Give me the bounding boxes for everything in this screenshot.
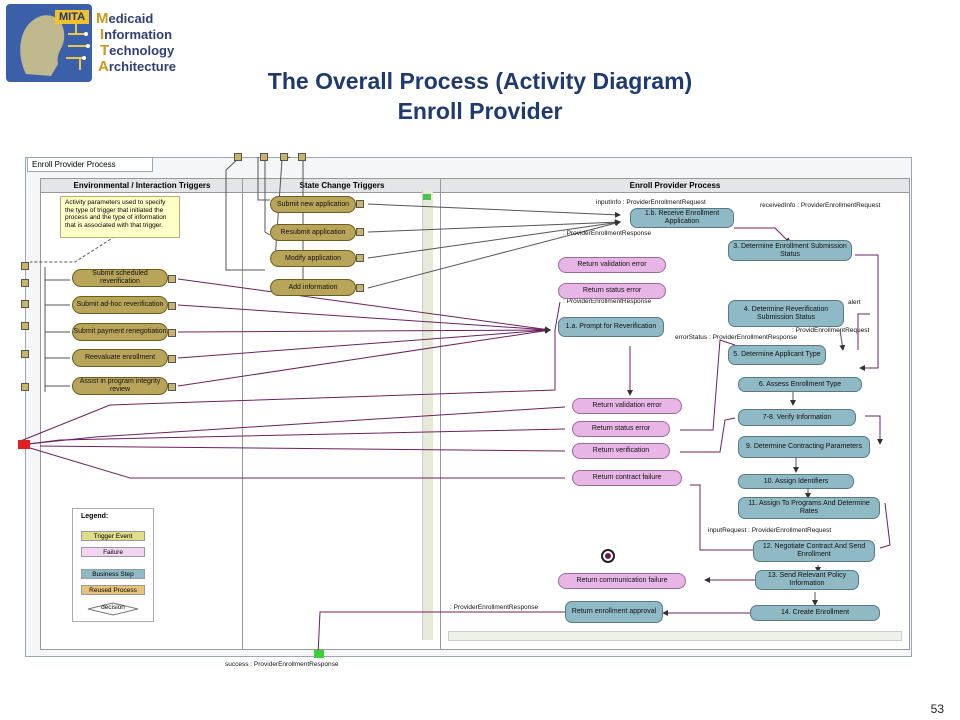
label-response-3: : ProviderEnrollmentResponse bbox=[450, 604, 539, 611]
logo-word-2: Information bbox=[100, 26, 173, 43]
legend-business-step: Business Step bbox=[81, 569, 145, 579]
label-error-status: errorStatus : ProviderEnrollmentResponse bbox=[675, 334, 798, 341]
output-pin bbox=[356, 228, 364, 236]
env-trigger-payment-renegotiation[interactable]: Submit payment renegotiation bbox=[72, 323, 168, 341]
output-pin bbox=[168, 329, 176, 337]
env-trigger-program-integrity[interactable]: Assist in program integrity review bbox=[72, 377, 168, 395]
param-pin bbox=[280, 153, 288, 161]
diagram-frame-title[interactable]: Enroll Provider Process bbox=[27, 157, 153, 172]
step-7-8-verify-information[interactable]: 7-8. Verify Information bbox=[738, 409, 856, 426]
param-pin bbox=[21, 262, 29, 270]
output-pin bbox=[168, 302, 176, 310]
lane-header-environmental: Environmental / Interaction Triggers bbox=[40, 178, 244, 193]
label-input-info: inputInfo : ProviderEnrollmentRequest bbox=[596, 199, 706, 206]
step-1a-prompt-reverification[interactable]: 1.a. Prompt for Reverification bbox=[558, 317, 664, 337]
state-trigger-modify[interactable]: Modify application bbox=[270, 250, 356, 267]
trigger-note: Activity parameters used to specify the … bbox=[60, 196, 180, 238]
legend-title: Legend: bbox=[81, 513, 109, 520]
failure-verification[interactable]: Return verification bbox=[572, 443, 670, 459]
param-pin bbox=[260, 153, 268, 161]
param-pin bbox=[21, 350, 29, 358]
page-number: 53 bbox=[930, 702, 944, 716]
scroll-marker-icon bbox=[423, 194, 431, 200]
step-9-contracting-parameters[interactable]: 9. Determine Contracting Parameters bbox=[738, 436, 870, 458]
logo-word-3: Technology bbox=[100, 42, 175, 59]
env-trigger-reevaluate-enrollment[interactable]: Reevaluate enrollment bbox=[72, 349, 168, 367]
param-pin bbox=[298, 153, 306, 161]
legend-trigger-event: Trigger Event bbox=[81, 531, 145, 541]
logo-tag: MITA bbox=[55, 10, 89, 24]
step-6-assess-enrollment[interactable]: 6. Assess Enrollment Type bbox=[738, 377, 862, 392]
failure-validation-error-1[interactable]: Return validation error bbox=[558, 257, 666, 273]
error-output-pin-icon bbox=[18, 440, 30, 449]
logo-word-1: Medicaid bbox=[96, 10, 154, 27]
success-output-pin-icon bbox=[314, 650, 324, 658]
label-success: success : ProviderEnrollmentResponse bbox=[225, 661, 339, 668]
label-response-2: : ProviderEnrollmentResponse bbox=[563, 298, 652, 305]
failure-status-error-1[interactable]: Return status error bbox=[558, 283, 666, 299]
step-return-approval[interactable]: Return enrollment approval bbox=[565, 601, 663, 623]
legend-decision-shape bbox=[87, 602, 139, 616]
output-pin bbox=[356, 254, 364, 262]
step-10-assign-identifiers[interactable]: 10. Assign Identifiers bbox=[738, 474, 854, 489]
failure-validation-error-2[interactable]: Return validation error bbox=[572, 398, 682, 414]
label-response-1: : ProviderEnrollmentResponse bbox=[563, 230, 652, 237]
page-subtitle: Enroll Provider bbox=[397, 98, 563, 124]
output-pin bbox=[356, 200, 364, 208]
env-trigger-adhoc-reverification[interactable]: Submit ad-hoc reverification bbox=[72, 296, 168, 314]
step-14-create-enrollment[interactable]: 14. Create Enrollment bbox=[750, 605, 880, 621]
label-input-request: inputRequest : ProviderEnrollmentRequest bbox=[708, 527, 832, 534]
legend-decision: decision bbox=[101, 604, 125, 611]
step-13-send-policy[interactable]: 13. Send Relevant Policy Information bbox=[755, 570, 859, 590]
param-pin bbox=[21, 322, 29, 330]
output-pin bbox=[168, 383, 176, 391]
output-pin bbox=[168, 355, 176, 363]
failure-contract[interactable]: Return contract failure bbox=[572, 470, 682, 486]
step-4-reverification-status[interactable]: 4. Determine Reverification Submission S… bbox=[728, 300, 844, 327]
step-5-applicant-type[interactable]: 5. Determine Applicant Type bbox=[728, 345, 826, 365]
env-trigger-scheduled-reverification[interactable]: Submit scheduled reverification bbox=[72, 269, 168, 287]
state-trigger-add-information[interactable]: Add information bbox=[270, 279, 356, 296]
label-provid-request: : ProvidEnrollmentRequest bbox=[792, 327, 870, 334]
vertical-scrollbar[interactable] bbox=[422, 190, 433, 640]
final-node-icon bbox=[601, 549, 615, 563]
circuit-head-icon bbox=[20, 15, 90, 77]
page-title: The Overall Process (Activity Diagram) bbox=[267, 68, 693, 94]
param-pin bbox=[21, 300, 29, 308]
label-alert: alert bbox=[848, 299, 861, 306]
legend-failure: Failure bbox=[81, 547, 145, 557]
horizontal-scrollbar[interactable] bbox=[448, 631, 902, 641]
logo-word-4: Architecture bbox=[98, 58, 177, 75]
label-received-info: receivedInfo : ProviderEnrollmentRequest bbox=[760, 202, 881, 209]
step-3-submission-status[interactable]: 3. Determine Enrollment Submission Statu… bbox=[728, 240, 852, 261]
step-11-assign-programs[interactable]: 11. Assign To Programs And Determine Rat… bbox=[738, 497, 880, 519]
failure-status-error-2[interactable]: Return status error bbox=[572, 421, 670, 437]
state-trigger-resubmit[interactable]: Resubmit application bbox=[270, 224, 356, 241]
param-pin bbox=[21, 279, 29, 287]
state-trigger-submit-new[interactable]: Submit new application bbox=[270, 196, 356, 213]
lane-header-enroll-process: Enroll Provider Process bbox=[440, 178, 910, 193]
output-pin bbox=[168, 275, 176, 283]
step-1b-receive-application[interactable]: 1.b. Receive Enrollment Application bbox=[630, 208, 734, 228]
param-pin bbox=[234, 153, 242, 161]
failure-communication[interactable]: Return communication failure bbox=[558, 573, 686, 589]
param-pin bbox=[21, 383, 29, 391]
legend-reused-process: Reused Process bbox=[81, 585, 145, 595]
output-pin bbox=[356, 284, 364, 292]
legend: Legend: Trigger Event Failure Business S… bbox=[72, 508, 154, 622]
step-12-negotiate-contract[interactable]: 12. Negotiate Contract And Send Enrollme… bbox=[753, 540, 875, 562]
